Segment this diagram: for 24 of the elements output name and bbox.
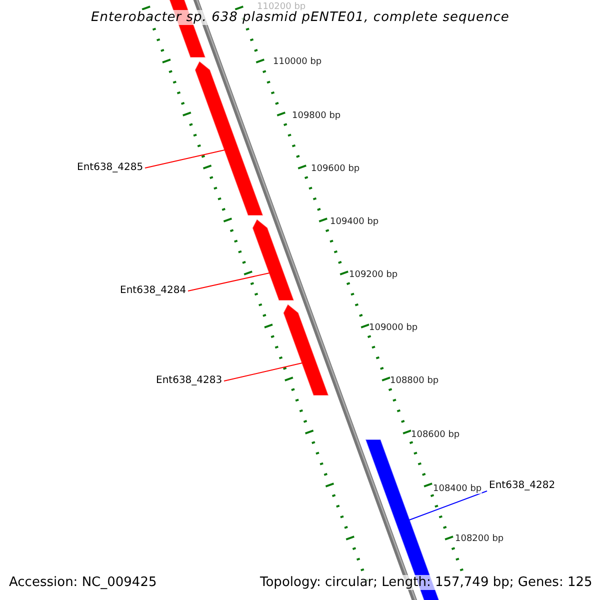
scale-label: 108200 bp	[455, 534, 504, 544]
gene-label: Ent638_4285	[77, 162, 144, 174]
genome-stats-text: Topology: circular; Length: 157,749 bp; Genes: 125	[260, 575, 592, 590]
scale-label: 109400 bp	[330, 217, 379, 227]
gene-feature	[252, 219, 294, 300]
scale-label: 109200 bp	[349, 270, 398, 280]
leader-line	[408, 490, 488, 520]
gene-feature	[194, 61, 264, 216]
title: Enterobacter sp. 638 plasmid pENTE01, complete sequence	[91, 10, 510, 25]
scale-label: 109600 bp	[311, 164, 360, 174]
leader-line	[224, 362, 303, 382]
scale-label: 109000 bp	[369, 323, 418, 333]
scale-label: 108800 bp	[390, 376, 439, 386]
accession-text: Accession: NC_009425	[9, 575, 157, 590]
leader-line	[188, 272, 270, 292]
gene-label: Ent638_4282	[489, 480, 556, 492]
gene-label: Ent638_4284	[120, 285, 186, 297]
gene-feature	[283, 304, 329, 396]
scale-label: 109800 bp	[292, 111, 341, 121]
scale-label: 108600 bp	[411, 430, 460, 440]
gene-label: Ent638_4283	[156, 375, 222, 387]
scale-label: 108400 bp	[433, 484, 482, 494]
leader-line	[144, 150, 226, 168]
scale-label: 110000 bp	[273, 57, 322, 67]
